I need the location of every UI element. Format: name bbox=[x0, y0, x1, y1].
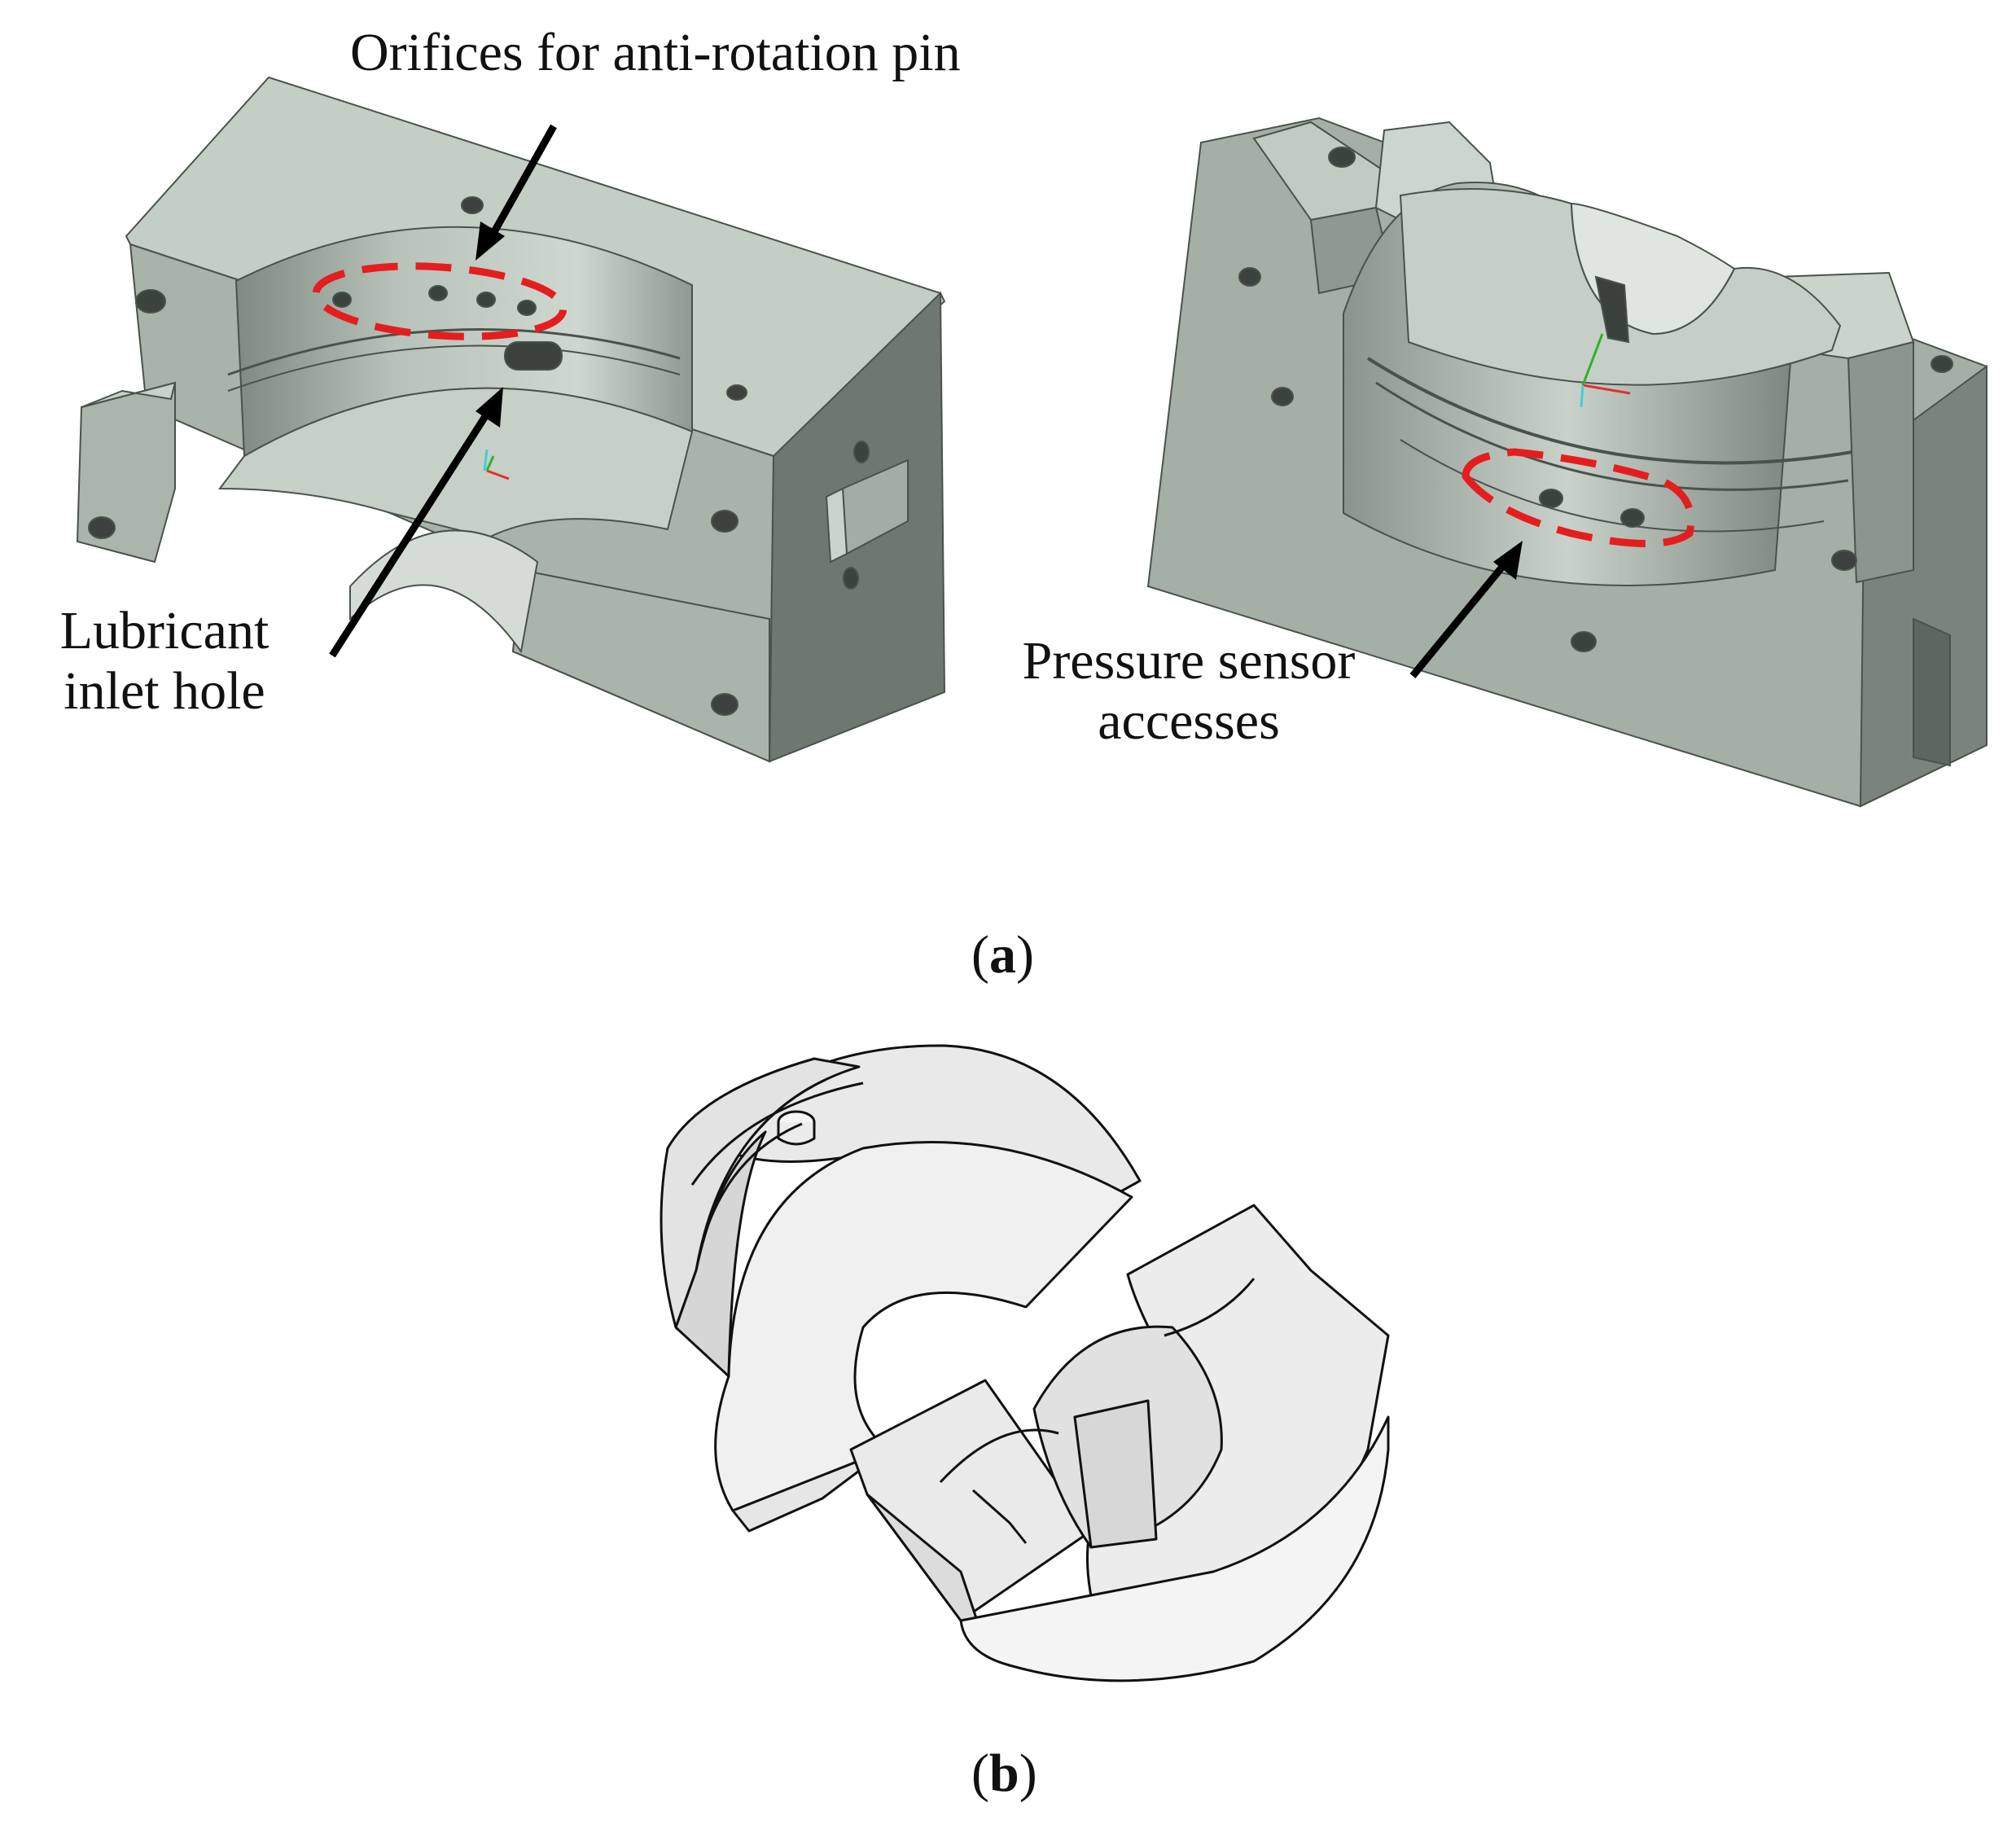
orifices-label: Orifices for anti-rotation pin bbox=[350, 23, 961, 82]
housing-left-model bbox=[76, 76, 946, 763]
pressure-sensor-highlight bbox=[1462, 448, 1695, 547]
pressure-sensor-label-line2: accesses bbox=[1098, 691, 1280, 751]
pressure-sensor-label-line1: Pressure sensor bbox=[1022, 631, 1356, 691]
anti-rotation-orifice bbox=[332, 292, 352, 308]
lubricant-label-line2: inlet hole bbox=[64, 660, 265, 721]
anti-rotation-orifice bbox=[517, 300, 537, 316]
caption-a-letter: a bbox=[988, 925, 1016, 985]
pressure-sensor-label: Pressure sensor accesses bbox=[953, 631, 1425, 752]
pressure-sensor-hole bbox=[1620, 508, 1645, 528]
pressure-sensor-hole bbox=[1539, 489, 1563, 508]
anti-rotation-orifice bbox=[476, 292, 496, 308]
pressure-sensor-arrow bbox=[1409, 541, 1523, 678]
lubricant-inlet-slot bbox=[504, 341, 563, 371]
bearing-split-model bbox=[660, 1044, 1390, 1682]
anti-rotation-orifice bbox=[428, 285, 448, 301]
orifices-highlight bbox=[312, 262, 568, 340]
caption-a: (a) bbox=[971, 925, 1034, 985]
orifices-arrow bbox=[476, 124, 557, 261]
caption-b: (b) bbox=[971, 1744, 1037, 1803]
caption-b-letter: b bbox=[988, 1744, 1019, 1803]
lubricant-label: Lubricant inlet hole bbox=[26, 601, 303, 722]
lubricant-arrow bbox=[329, 387, 503, 658]
lubricant-label-line1: Lubricant bbox=[59, 601, 270, 660]
